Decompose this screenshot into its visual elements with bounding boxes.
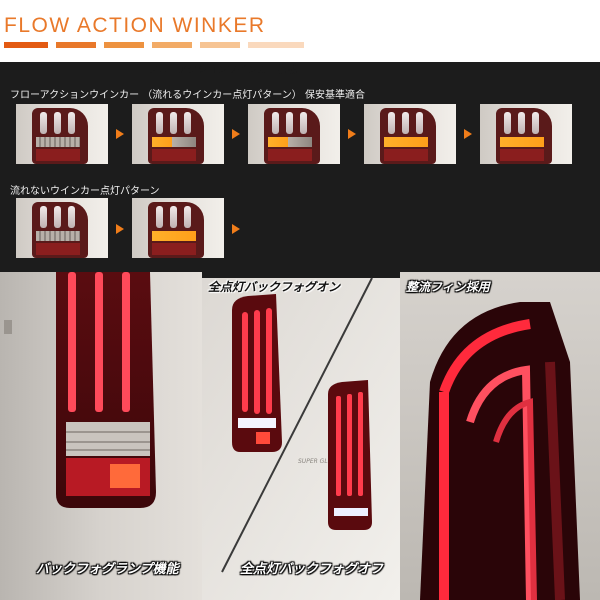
arrow-icon xyxy=(232,224,240,234)
photo-backfog: バックフォグランプ機能 xyxy=(0,272,202,600)
arrow-icon xyxy=(464,129,472,139)
caption-fin: 整流フィン採用 xyxy=(406,280,490,294)
arrow-icon xyxy=(116,224,124,234)
taillight-photos: バックフォグランプ機能 全点 xyxy=(0,272,600,600)
static-caption: 流れないウインカー点灯パターン xyxy=(10,186,160,197)
turn-signal-off xyxy=(36,137,80,147)
flow-frame-2 xyxy=(132,104,224,164)
caption-all-on-fog-off: 全点灯バックフォグオフ xyxy=(240,562,384,577)
photo-fog-comparison: 全点灯バックフォグオン 全点灯バックフォグオフ SUPER GL xyxy=(202,272,400,600)
brand-bar-3 xyxy=(104,42,144,48)
flow-frame-3 xyxy=(248,104,340,164)
taillight-closeup-image xyxy=(0,272,202,600)
brand-color-bars xyxy=(4,42,304,48)
caption-all-on-fog-on: 全点灯バックフォグオン xyxy=(208,280,341,294)
photo-fin: 整流フィン採用 xyxy=(400,272,600,600)
arrow-icon xyxy=(116,129,124,139)
fin-closeup-image xyxy=(400,272,600,600)
brand-bar-1 xyxy=(4,42,48,48)
arrow-icon xyxy=(348,129,356,139)
arrow-icon xyxy=(232,129,240,139)
brand-bar-5 xyxy=(200,42,240,48)
fog-comparison-image xyxy=(202,272,400,600)
brand-bar-6 xyxy=(248,42,304,48)
caption-backfog-lamp: バックフォグランプ機能 xyxy=(36,562,179,577)
turn-signal-on xyxy=(500,137,544,147)
turn-signal-partial xyxy=(152,137,196,147)
turn-signal-on xyxy=(384,137,428,147)
static-frame-2 xyxy=(132,198,224,258)
demo-subtitle-visible: フローアクションウインカー搭載 xyxy=(148,65,298,76)
flow-frame-5 xyxy=(480,104,572,164)
brand-bar-2 xyxy=(56,42,96,48)
brand-header: FLOW ACTION WINKER xyxy=(0,0,600,62)
turn-signal-on xyxy=(152,231,196,241)
flow-frame-4 xyxy=(364,104,456,164)
turn-signal-off xyxy=(36,231,80,241)
brand-title: FLOW ACTION WINKER xyxy=(4,14,266,37)
badge-text: SUPER GL xyxy=(298,458,328,465)
static-frame-1 xyxy=(16,198,108,258)
flow-caption: フローアクションウインカー （流れるウインカー点灯パターン） 保安基準適合 xyxy=(10,90,365,101)
brand-bar-4 xyxy=(152,42,192,48)
turn-signal-partial xyxy=(268,137,312,147)
flow-frame-1 xyxy=(16,104,108,164)
winker-demo-panel: フローアクションウインカー搭載 フローアクションウインカー （流れるウインカー点… xyxy=(0,62,600,272)
